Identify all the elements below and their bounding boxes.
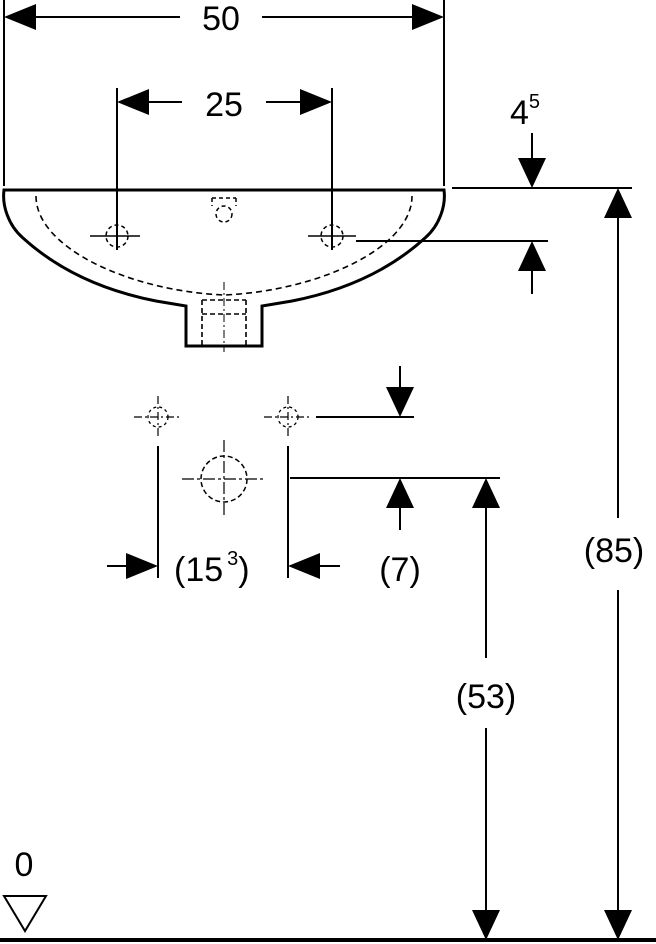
outlet-hidden-lines	[201, 299, 247, 346]
arrow-left-icon	[288, 553, 320, 579]
floor-level: 0	[0, 846, 656, 942]
floor-level-label: 0	[15, 846, 34, 884]
waste-connection	[182, 440, 264, 518]
arrow-right-icon	[126, 553, 158, 579]
tap-hole-left	[90, 224, 140, 248]
tap-hole-right	[308, 224, 356, 248]
tap-spacing-dimension: 25	[116, 86, 333, 250]
supply-above-waste-label: (7)	[379, 551, 421, 589]
rim-to-tap-label: 45	[510, 91, 540, 132]
waste-height-label: (53)	[456, 678, 516, 716]
arrow-down-icon	[386, 387, 414, 417]
arrow-down-icon	[604, 910, 632, 940]
arrow-up-icon	[518, 241, 546, 271]
basin-outer-outline	[2, 188, 446, 348]
arrow-up-icon	[472, 478, 500, 508]
arrow-up-icon	[386, 478, 414, 508]
supply-connection-left	[134, 396, 182, 578]
supply-connection-right	[264, 396, 312, 578]
arrow-right-icon	[300, 89, 332, 115]
rim-height-dimension: (85)	[584, 188, 644, 940]
overall-width-dimension: 50	[3, 0, 445, 186]
arrow-left-icon	[4, 4, 36, 30]
arrow-down-icon	[472, 910, 500, 940]
basin-side-view	[2, 188, 446, 352]
rim-height-label: (85)	[584, 532, 644, 570]
supply-above-waste-dimension: (7)	[290, 366, 500, 589]
basin-inner-bowl-hidden-line	[35, 195, 413, 296]
arrow-left-icon	[117, 89, 149, 115]
floor-level-triangle-icon	[2, 895, 48, 933]
arrow-down-icon	[518, 158, 546, 188]
overflow-hidden-line	[211, 197, 237, 206]
arrow-up-icon	[604, 188, 632, 218]
overflow-hole-icon	[215, 205, 233, 223]
tap-spacing-label: 25	[205, 86, 243, 124]
arrow-right-icon	[412, 4, 444, 30]
overall-width-label: 50	[202, 0, 240, 38]
rim-to-tap-dimension: 45	[356, 91, 632, 294]
waste-height-dimension: (53)	[456, 478, 516, 940]
